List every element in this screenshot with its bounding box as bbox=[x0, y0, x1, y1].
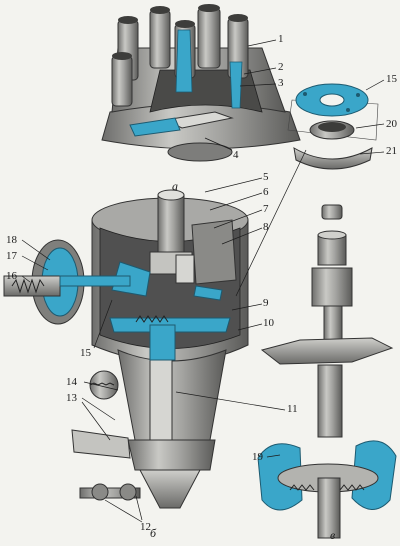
callout-5: 5 bbox=[263, 171, 269, 183]
caption-a: а bbox=[172, 179, 178, 193]
callout-11: 11 bbox=[287, 403, 298, 415]
callout-1: 1 bbox=[278, 33, 284, 45]
distributor-cap bbox=[101, 4, 301, 162]
centrifugal-advance bbox=[257, 364, 397, 539]
callout-9: 9 bbox=[263, 297, 269, 309]
callout-15-plate: 15 bbox=[386, 73, 397, 85]
callout-8: 8 bbox=[263, 221, 269, 233]
callout-12: 12 bbox=[140, 521, 151, 533]
callout-14: 14 bbox=[66, 376, 77, 388]
shaft-assembly bbox=[260, 204, 394, 365]
callout-13: 13 bbox=[66, 392, 77, 404]
caption-c: в bbox=[330, 528, 336, 542]
callout-10: 10 bbox=[263, 317, 274, 329]
callout-21: 21 bbox=[386, 145, 397, 157]
breaker-plate-inset bbox=[287, 83, 379, 170]
callout-15-housing: 15 bbox=[80, 347, 91, 359]
leader-lines bbox=[21, 39, 385, 523]
callout-17: 17 bbox=[6, 250, 17, 262]
callout-18: 18 bbox=[6, 234, 17, 246]
callout-20: 20 bbox=[386, 118, 397, 130]
distributor-housing bbox=[71, 189, 249, 509]
callout-4: 4 bbox=[233, 149, 239, 161]
callout-16: 16 bbox=[6, 270, 17, 282]
caption-b: б bbox=[150, 526, 157, 540]
callout-3: 3 bbox=[278, 77, 284, 89]
vacuum-advance bbox=[3, 239, 131, 325]
callout-6: 6 bbox=[263, 186, 269, 198]
callout-19: 19 bbox=[252, 451, 263, 463]
callout-7: 7 bbox=[263, 203, 269, 215]
octane-corrector bbox=[79, 370, 141, 501]
callout-2: 2 bbox=[278, 61, 284, 73]
